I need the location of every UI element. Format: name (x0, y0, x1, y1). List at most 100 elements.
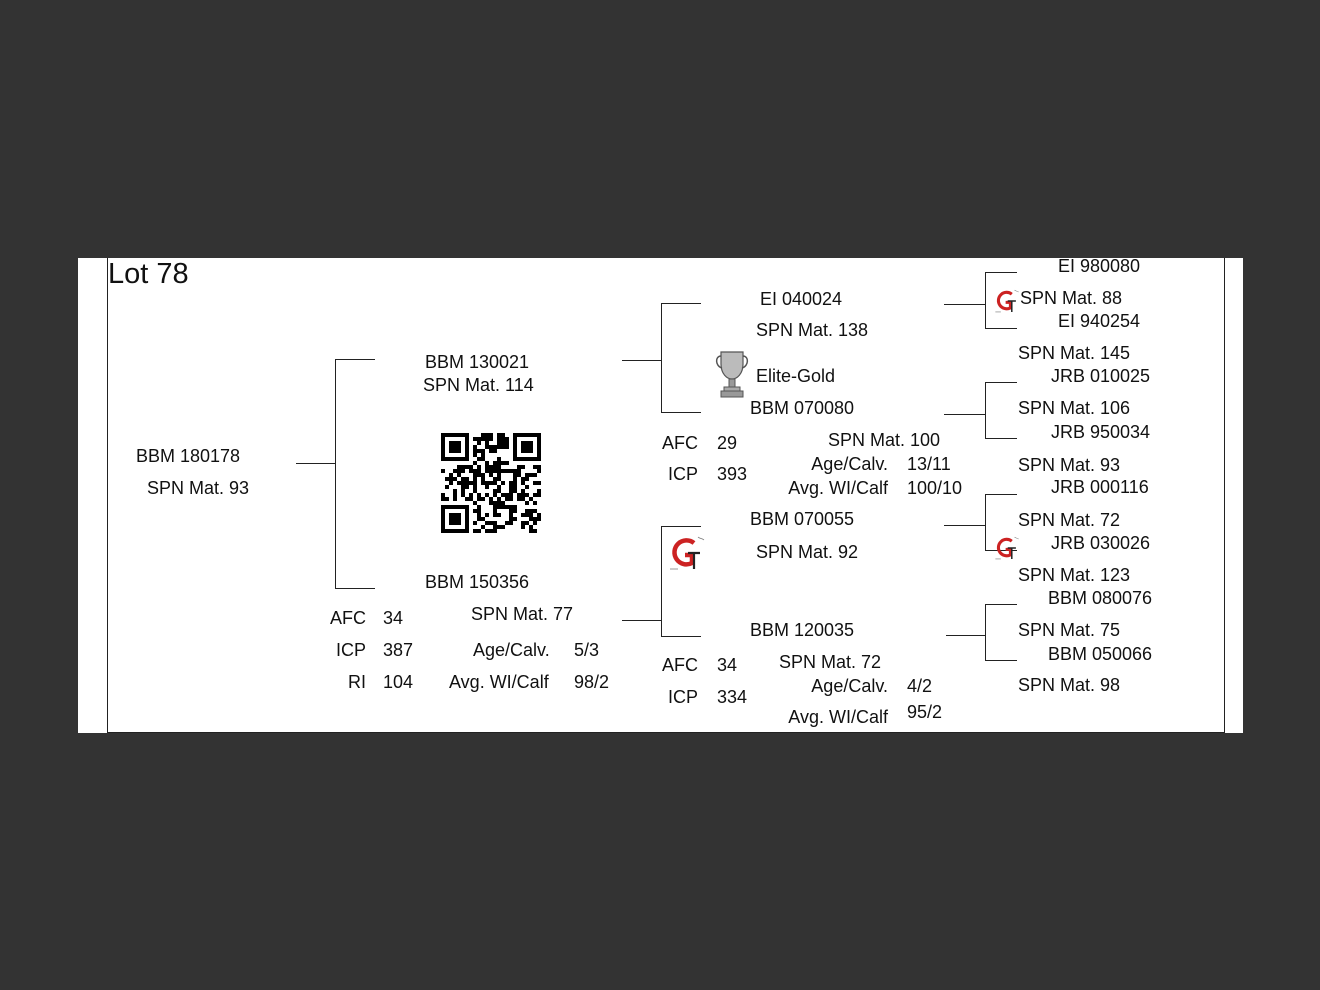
connector (335, 359, 375, 360)
sd-sire-id: JRB 010025 (1051, 366, 1151, 386)
sire-dam-age-label: Age/Calv. (811, 454, 888, 474)
sire-dam-age-value: 13/11 (907, 454, 951, 474)
dam-dam-icp-label: ICP (667, 687, 698, 707)
dam-afc-label: AFC (330, 608, 366, 628)
gt-logo-sketch (995, 289, 1019, 313)
ds-dam-spn: SPN Mat. 123 (1018, 565, 1131, 585)
sire-id: BBM 130021 (425, 352, 530, 372)
dam-dam-age-label: Age/Calv. (811, 676, 888, 696)
sire-spn: SPN Mat. 114 (423, 375, 534, 395)
sire-dam-spn: SPN Mat. 100 (828, 430, 941, 450)
gt-logo-icon (670, 536, 705, 570)
connector (985, 604, 1017, 605)
gt-logo-t (1007, 547, 1016, 559)
connector (944, 525, 986, 526)
trophy-icon (715, 351, 749, 398)
connector (622, 620, 662, 621)
dam-dam-spn: SPN Mat. 72 (779, 652, 882, 672)
dam-dam-id: BBM 120035 (750, 620, 855, 640)
sire-dam-afc-label: AFC (662, 433, 698, 453)
gt-logo-g (996, 290, 1013, 311)
dam-age-value: 5/3 (574, 640, 600, 660)
gt-logo-g (996, 537, 1013, 558)
gt-logo-icon (995, 536, 1019, 560)
sire-sire-id: EI 040024 (760, 289, 843, 309)
sire-dam-wi-value: 100/10 (907, 478, 963, 498)
connector (661, 412, 701, 413)
sire-sire-spn: SPN Mat. 138 (756, 320, 869, 340)
connector (985, 494, 1017, 495)
gt-logo-sketch (670, 536, 705, 570)
ss-sire-spn: SPN Mat. 88 (1020, 288, 1123, 308)
connector (661, 526, 662, 637)
dam-dam-afc-value: 34 (717, 655, 738, 675)
dam-wi-label: Avg. WI/Calf (449, 672, 549, 692)
dam-dam-afc-label: AFC (662, 655, 698, 675)
dam-afc-value: 34 (383, 608, 404, 628)
gt-logo-sketch (995, 536, 1019, 560)
sire-dam-icp-value: 393 (717, 464, 748, 484)
connector (661, 526, 701, 527)
dam-dam-wi-label: Avg. WI/Calf (788, 707, 888, 727)
dam-icp-value: 387 (383, 640, 414, 660)
dam-dam-wi-value: 95/2 (907, 702, 943, 722)
sd-sire-spn: SPN Mat. 106 (1018, 398, 1131, 418)
connector (335, 588, 375, 589)
connector (985, 660, 1017, 661)
ss-sire-id: EI 980080 (1058, 258, 1141, 276)
connector (985, 328, 1017, 329)
connector (985, 604, 986, 661)
ds-sire-spn: SPN Mat. 72 (1018, 510, 1121, 530)
connector (985, 494, 986, 551)
frame-bottom-line (107, 732, 1225, 733)
gt-logo-g (672, 538, 696, 567)
dd-sire-spn: SPN Mat. 75 (1018, 620, 1121, 640)
connector (985, 550, 1017, 551)
sire-dam-wi-label: Avg. WI/Calf (788, 478, 888, 498)
dam-icp-label: ICP (335, 640, 366, 660)
gt-logo-t (1007, 300, 1016, 312)
sire-dam-award: Elite-Gold (756, 366, 836, 386)
connector (985, 272, 986, 329)
dam-spn: SPN Mat. 77 (471, 604, 574, 624)
connector (622, 360, 662, 361)
dd-dam-id: BBM 050066 (1048, 644, 1153, 664)
lot-title: Lot 78 (108, 258, 189, 290)
dam-wi-value: 98/2 (574, 672, 610, 692)
connector (296, 463, 336, 464)
sd-dam-id: JRB 950034 (1051, 422, 1151, 442)
ds-sire-id: JRB 000116 (1051, 477, 1149, 497)
dam-id: BBM 150356 (425, 572, 530, 592)
sire-dam-afc-value: 29 (717, 433, 738, 453)
frame-right-line (1224, 258, 1225, 733)
dam-ri-label: RI (348, 672, 366, 692)
dd-dam-spn: SPN Mat. 98 (1018, 675, 1121, 695)
animal-spn: SPN Mat. 93 (147, 478, 250, 498)
connector (335, 359, 336, 589)
frame-left-line (107, 258, 108, 733)
connector (985, 272, 1017, 273)
sd-dam-spn: SPN Mat. 93 (1018, 455, 1121, 475)
dam-sire-id: BBM 070055 (750, 509, 855, 529)
connector (944, 304, 986, 305)
dd-sire-id: BBM 080076 (1048, 588, 1153, 608)
connector (661, 636, 701, 637)
dam-ri-value: 104 (383, 672, 414, 692)
dam-sire-spn: SPN Mat. 92 (756, 542, 859, 562)
connector (946, 635, 986, 636)
pedigree-sheet: Lot 78 BBM 180178 SPN Mat. 93 BBM 130021… (78, 258, 1243, 733)
animal-id: BBM 180178 (136, 446, 241, 466)
ss-dam-spn: SPN Mat. 145 (1018, 343, 1131, 363)
qr-modules (441, 433, 541, 533)
dam-dam-age-value: 4/2 (907, 676, 933, 696)
qr-code-icon (441, 433, 541, 533)
dam-age-label: Age/Calv. (473, 640, 550, 660)
connector (944, 414, 986, 415)
connector (661, 303, 701, 304)
dam-dam-icp-value: 334 (717, 687, 748, 707)
ss-dam-id: EI 940254 (1058, 311, 1141, 331)
connector (985, 382, 986, 439)
gt-logo-t (688, 551, 700, 569)
connector (985, 382, 1017, 383)
connector (661, 303, 662, 413)
